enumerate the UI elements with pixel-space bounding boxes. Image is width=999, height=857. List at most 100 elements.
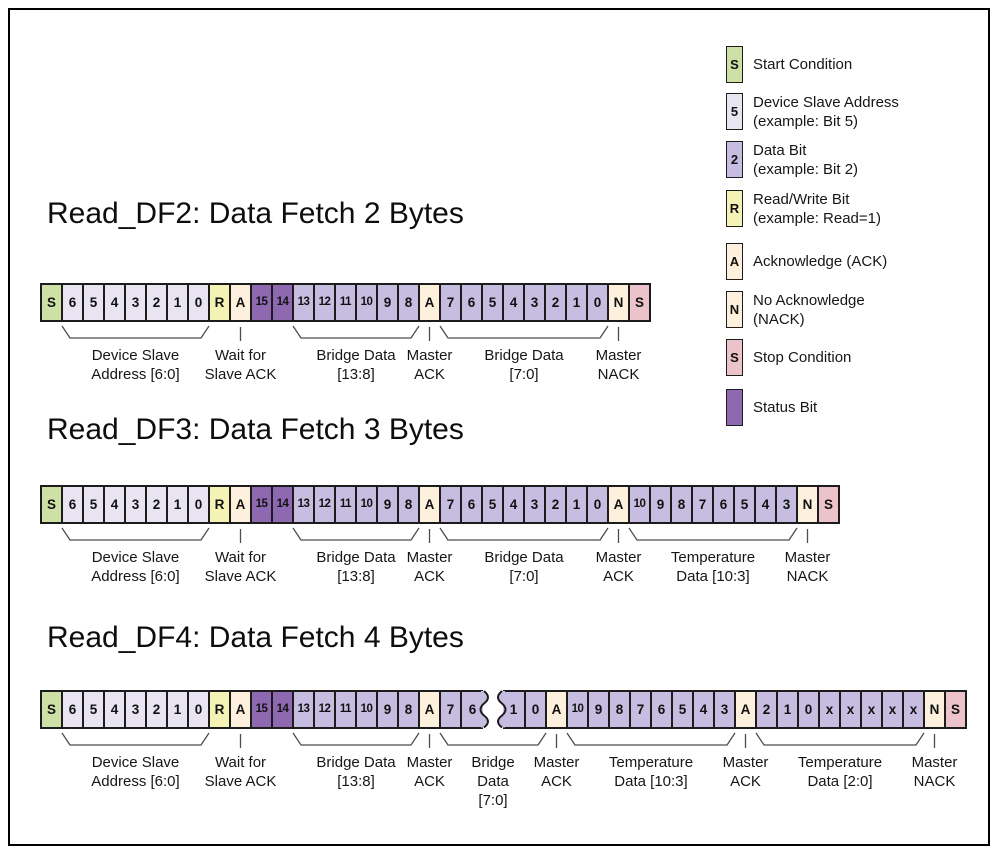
legend-label-line: Device Slave Address	[753, 93, 899, 111]
outer-border	[8, 8, 990, 846]
bit-label: 0	[194, 496, 203, 512]
bit-label: 13	[297, 295, 310, 308]
bit-cell: S	[40, 283, 63, 322]
annotation-label-line: Slave ACK	[204, 366, 277, 383]
torn-edge-left	[493, 690, 507, 734]
legend-swatch-start: S	[726, 46, 743, 83]
legend-label: No Acknowledge(NACK)	[753, 291, 865, 329]
annotation-label-line: NACK	[597, 366, 640, 383]
bit-cell: 5	[82, 485, 105, 524]
bit-label: 2	[762, 701, 771, 717]
bit-label: 7	[446, 701, 455, 717]
bit-label: 14	[276, 497, 289, 510]
annotation-label-line: Device Slave	[91, 754, 180, 771]
bit-label: x	[846, 701, 855, 717]
legend-label-line: (NACK)	[753, 310, 805, 328]
legend-label: Status Bit	[753, 398, 817, 417]
bit-cell: 10	[355, 690, 378, 729]
bit-label: 10	[360, 702, 373, 715]
bit-label: 5	[740, 496, 749, 512]
bit-label: 0	[194, 701, 203, 717]
bit-label: S	[823, 496, 833, 512]
legend-swatch-rw: R	[726, 190, 743, 227]
annotation-label-line: [7:0]	[509, 366, 539, 383]
bit-cell: A	[734, 690, 757, 729]
bit-cell: 8	[397, 690, 420, 729]
bit-label: A	[740, 701, 751, 717]
legend-label-line: Read/Write Bit	[753, 190, 850, 208]
annotation-label-line: ACK	[541, 773, 572, 790]
bit-cell: 0	[187, 485, 210, 524]
bit-label: 9	[656, 496, 665, 512]
annotation-label-line: Master	[533, 754, 580, 771]
bit-label: 9	[383, 496, 392, 512]
bit-label: A	[424, 294, 435, 310]
legend-label-line: Data Bit	[753, 141, 807, 159]
bit-cell: 13	[292, 283, 315, 322]
legend-label: Data Bit(example: Bit 2)	[753, 141, 858, 179]
legend-label-line: No Acknowledge	[753, 291, 865, 309]
bit-label: A	[235, 701, 246, 717]
bit-cell: A	[418, 283, 441, 322]
annotation-label-line: Bridge	[471, 754, 515, 771]
bit-cell: 1	[166, 485, 189, 524]
bit-cell: 9	[587, 690, 610, 729]
bit-cell: 15	[250, 485, 273, 524]
bit-cell: 4	[103, 485, 126, 524]
bit-label: 2	[551, 496, 560, 512]
bit-label: A	[613, 496, 624, 512]
bit-cell: 3	[713, 690, 736, 729]
annotation-label-line: Master	[595, 347, 642, 364]
annotation-label-line: Bridge Data	[484, 549, 564, 566]
annotation-label-line: Address [6:0]	[91, 366, 180, 383]
bit-label: x	[825, 701, 834, 717]
annotation-label-line: Wait for	[214, 549, 267, 566]
bit-label: 3	[131, 294, 140, 310]
bit-label: 2	[152, 701, 161, 717]
bit-cell: 4	[103, 690, 126, 729]
bit-label: A	[551, 701, 562, 717]
bit-label: x	[867, 701, 876, 717]
bit-label: 12	[318, 702, 331, 715]
bit-label: 8	[615, 701, 624, 717]
legend-label-line: Acknowledge (ACK)	[753, 253, 888, 270]
annotation-label-line: NACK	[786, 568, 829, 585]
annotation-label-line: Master	[722, 754, 769, 771]
bit-cell: 0	[586, 283, 609, 322]
bit-label: 3	[131, 701, 140, 717]
bit-label: 6	[68, 701, 77, 717]
legend-label-line: (example: Bit 2)	[753, 160, 859, 178]
legend-label-line: (example: Bit 5)	[753, 112, 859, 130]
bit-label: 10	[633, 497, 646, 510]
bit-label: 3	[131, 496, 140, 512]
bit-cell: 5	[733, 485, 756, 524]
bit-cell: 5	[481, 283, 504, 322]
bit-label: 0	[194, 294, 203, 310]
annotation-label-line: Data [10:3]	[676, 568, 750, 585]
bit-cell: 4	[692, 690, 715, 729]
bit-label: 9	[383, 701, 392, 717]
bit-cell: 13	[292, 485, 315, 524]
legend-swatch-letter: 5	[730, 104, 739, 119]
legend-swatch-letter: R	[729, 201, 740, 216]
bit-cell: S	[944, 690, 967, 729]
annotation-label-line: Address [6:0]	[91, 568, 180, 585]
bit-label: 8	[404, 294, 413, 310]
bit-cell: 13	[292, 690, 315, 729]
annotation-label-line: Address [6:0]	[91, 773, 180, 790]
bit-label: 0	[804, 701, 813, 717]
section-title: Read_DF3: Data Fetch 3 Bytes	[47, 413, 464, 446]
bit-cell: 7	[439, 283, 462, 322]
bit-label: 2	[152, 496, 161, 512]
annotation-label-line: Wait for	[214, 754, 267, 771]
bit-cell: 11	[334, 283, 357, 322]
bit-label: N	[802, 496, 813, 512]
